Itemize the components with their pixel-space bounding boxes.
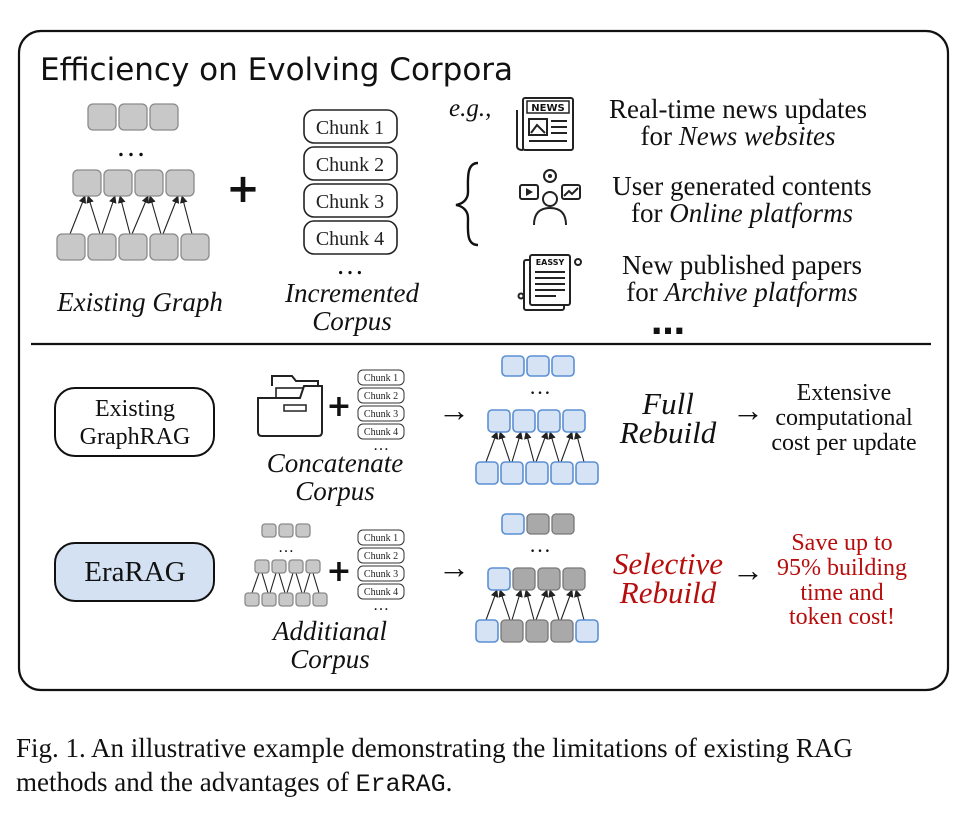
chunk-box	[303, 146, 398, 181]
selective-rebuild-line2: Rebuild	[619, 575, 717, 610]
existing-result-line1: Extensive	[797, 380, 892, 406]
diagram-title: Efficiency on Evolving Corpora	[40, 52, 513, 88]
svg-text:…: …	[373, 437, 389, 454]
svg-text:…: …	[336, 250, 364, 281]
svg-text:Chunk 4: Chunk 4	[364, 587, 398, 598]
user-content-icon	[519, 169, 581, 226]
concatenate-corpus-line2: Corpus	[295, 476, 375, 506]
erarag-result-line2: 95% building	[777, 555, 907, 581]
existing-graph: …	[56, 103, 210, 261]
existing-graphrag-box	[54, 387, 215, 457]
figure-caption-line2: methods and the advantages of EraRAG.	[16, 767, 452, 799]
plus-icon: +	[326, 389, 351, 424]
chunk-label: Chunk 1	[316, 117, 384, 139]
svg-text:…: …	[116, 130, 146, 163]
arrow-icon: →	[732, 552, 764, 588]
chunk-label: Chunk 3	[316, 191, 384, 213]
small-existing-graph: …	[244, 523, 328, 607]
additional-corpus-line1: Additianal	[271, 616, 387, 646]
existing-graphrag-label-line2: GraphRAG	[80, 424, 191, 450]
svg-text:Chunk 3: Chunk 3	[364, 409, 398, 420]
outer-frame	[17, 29, 950, 692]
chunk-box	[303, 220, 398, 255]
example-2-line1: User generated contents	[612, 171, 871, 201]
erarag-box	[54, 542, 215, 602]
graph-edges	[69, 195, 193, 235]
example-2-line2: for Online platforms	[631, 198, 853, 228]
existing-result-line2: computational	[775, 405, 913, 431]
curly-brace-icon	[455, 161, 479, 247]
essay-icon-text: EASSY	[536, 258, 565, 267]
chunk-stack: Chunk 1 Chunk 2 Chunk 3 Chunk 4 …	[303, 109, 398, 281]
existing-graphrag-label-line1: Existing	[95, 396, 175, 422]
svg-text:Chunk 2: Chunk 2	[364, 391, 398, 402]
figure-caption-line1: Fig. 1. An illustrative example demonstr…	[16, 733, 853, 763]
example-1-line2: for News websites	[641, 121, 836, 151]
chunk-box	[303, 183, 398, 218]
mini-chunk-stack: Chunk 1 Chunk 2 Chunk 3 Chunk 4 …	[357, 529, 405, 614]
svg-text:…: …	[529, 532, 551, 557]
arrow-icon: →	[732, 392, 764, 428]
full-rebuild-line1: Full	[641, 386, 694, 421]
arrow-icon: →	[438, 392, 470, 428]
svg-text:Chunk 3: Chunk 3	[364, 569, 398, 580]
erarag-label: EraRAG	[84, 556, 186, 588]
svg-text:…: …	[373, 597, 389, 614]
svg-text:Chunk 1: Chunk 1	[364, 533, 398, 544]
chunk-label: Chunk 4	[316, 228, 384, 250]
incremented-corpus-line2: Corpus	[312, 306, 392, 336]
rebuilt-graph-selective: …	[475, 513, 599, 643]
newspaper-icon-text: NEWS	[531, 103, 564, 114]
example-3-line1: New published papers	[622, 250, 862, 280]
folder-icon	[257, 375, 323, 437]
plus-icon: +	[226, 166, 260, 212]
svg-text:…: …	[529, 374, 551, 399]
erarag-result-line1: Save up to	[791, 530, 892, 556]
essay-document-icon: EASSY	[517, 254, 582, 311]
eg-label: e.g.,	[449, 95, 491, 122]
svg-text:…: …	[278, 539, 294, 556]
existing-graph-label: Existing Graph	[56, 287, 223, 317]
existing-result-line3: cost per update	[771, 430, 916, 456]
svg-text:Chunk 4: Chunk 4	[364, 427, 398, 438]
chunk-box	[303, 109, 398, 144]
concatenate-corpus-line1: Concatenate	[267, 448, 403, 478]
erarag-result-line4: token cost!	[789, 604, 895, 630]
chunk-label: Chunk 2	[316, 154, 384, 176]
additional-corpus-line2: Corpus	[290, 644, 370, 674]
plus-icon: +	[326, 554, 351, 589]
full-rebuild-line2: Rebuild	[619, 415, 717, 450]
svg-text:Chunk 2: Chunk 2	[364, 551, 398, 562]
example-1-line1: Real-time news updates	[609, 94, 867, 124]
erarag-result-line3: time and	[800, 580, 883, 606]
svg-text:…: …	[651, 303, 685, 343]
newspaper-icon: NEWS	[516, 97, 574, 151]
mini-chunk-stack: Chunk 1 Chunk 2 Chunk 3 Chunk 4 …	[357, 369, 405, 454]
arrow-icon: →	[438, 549, 470, 585]
svg-text:Chunk 1: Chunk 1	[364, 373, 398, 384]
incremented-corpus-line1: Incremented	[284, 278, 419, 308]
rebuilt-graph-full: …	[475, 355, 599, 485]
example-3-line2: for Archive platforms	[626, 277, 857, 307]
selective-rebuild-line1: Selective	[613, 546, 723, 581]
